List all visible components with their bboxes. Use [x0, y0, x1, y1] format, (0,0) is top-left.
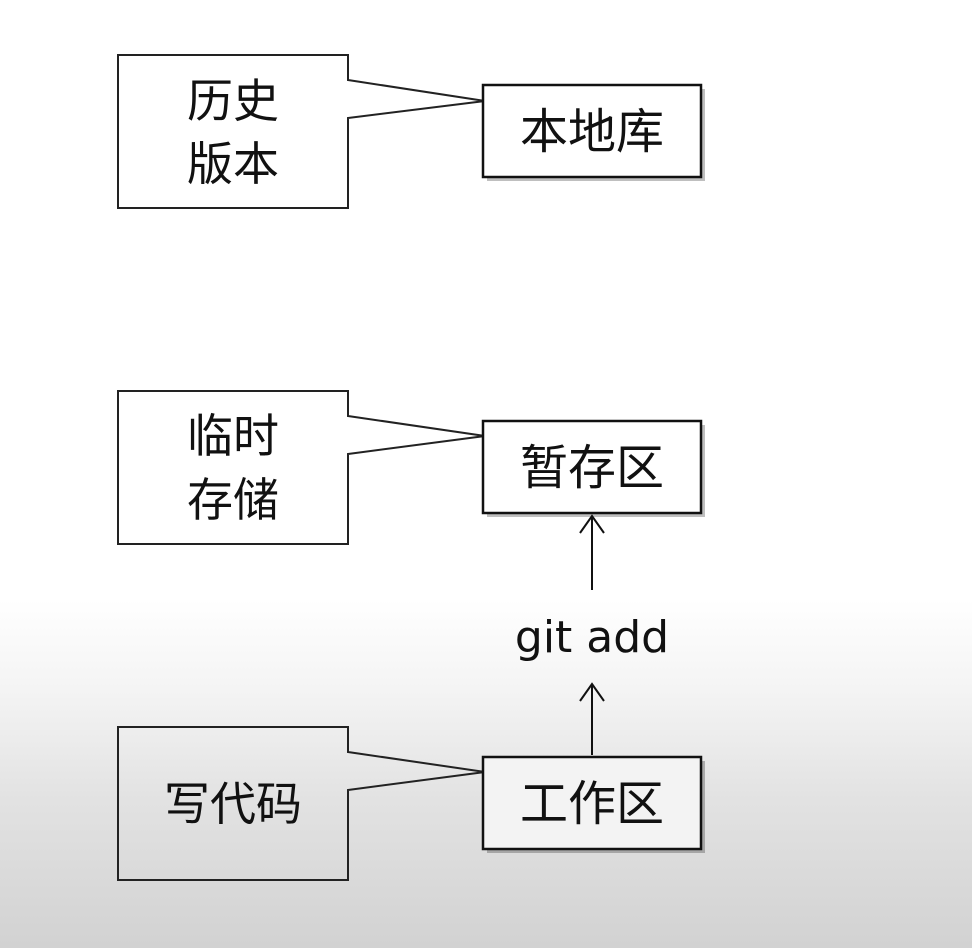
repo-callout-line2: 版本 — [187, 137, 279, 191]
staging-box-label: 暂存区 — [520, 440, 664, 496]
staging-callout-line1: 临时 — [187, 409, 279, 463]
upper-arrow-head-icon — [579, 514, 605, 534]
workspace-callout-shape — [117, 726, 486, 881]
git-add-label: git add — [515, 612, 669, 663]
workspace-callout-line1: 写代码 — [164, 777, 302, 831]
git-add-group: git add — [515, 514, 669, 755]
repo-box-label: 本地库 — [520, 104, 664, 160]
workspace-group: 写代码 工作区 — [117, 726, 705, 881]
workspace-box-label: 工作区 — [520, 776, 664, 832]
lower-arrow-head-icon — [579, 682, 605, 702]
repo-group: 历史 版本 本地库 — [117, 54, 705, 209]
repo-callout-line1: 历史 — [187, 74, 279, 128]
workspace-box — [481, 755, 703, 851]
repo-callout-shape — [117, 54, 486, 209]
repo-box — [481, 83, 703, 179]
staging-box — [481, 419, 703, 515]
staging-group: 临时 存储 暂存区 — [117, 390, 705, 545]
staging-callout-shape — [117, 390, 486, 545]
staging-callout-line2: 存储 — [187, 473, 279, 527]
